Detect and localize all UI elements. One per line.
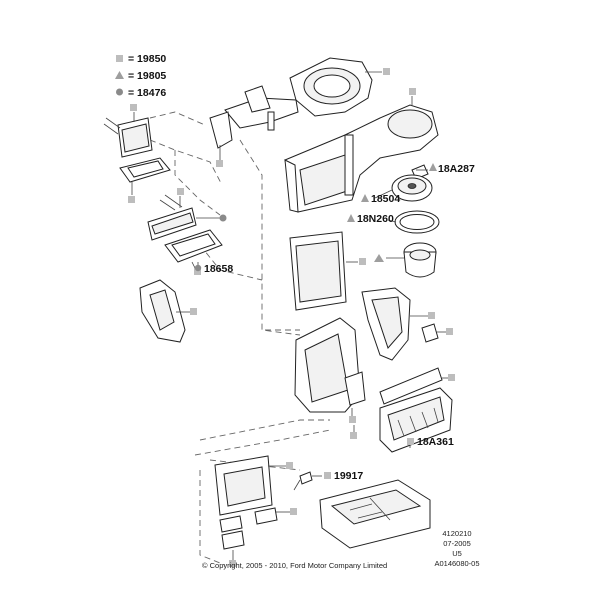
callout-18a361: 18A361	[417, 436, 454, 448]
assembly-dashed-lines	[149, 111, 331, 566]
heater-core-seal	[119, 157, 171, 183]
blower-wheel	[391, 174, 433, 202]
blower-motor	[403, 242, 437, 278]
heater-core	[103, 117, 153, 158]
callout-18a287: 18A287	[438, 163, 475, 175]
evaporator-seal	[164, 229, 223, 263]
callout-18504: 18504	[371, 193, 400, 205]
callout-18a287-marker	[429, 163, 437, 171]
blower-seal-ring	[394, 210, 440, 234]
mode-door-assembly	[361, 287, 411, 361]
lower-tray	[319, 479, 431, 549]
callout-18a361-marker	[407, 438, 414, 445]
air-outlet-duct	[379, 387, 453, 453]
legend-circle-text: = 18476	[128, 87, 166, 99]
callout-18n260: 18N260	[357, 213, 394, 225]
callouts: 18A287 18504 18N260 18658 19917 18A361	[191, 163, 475, 482]
legend: = 19850 = 19805 = 18476	[115, 53, 166, 99]
callout-18658-marker	[194, 264, 202, 272]
callout-19917: 19917	[334, 470, 363, 482]
filter-access-door	[214, 455, 278, 550]
side-bracket	[139, 279, 186, 343]
copyright-text: © Copyright, 2005 - 2010, Ford Motor Com…	[202, 561, 387, 570]
legend-square-marker	[116, 55, 123, 62]
callout-18658: 18658	[204, 263, 233, 275]
callout-18504-marker	[361, 194, 369, 202]
reference-markers	[128, 68, 455, 567]
info-line-2: 07-2005	[443, 539, 471, 548]
legend-square-text: = 19850	[128, 53, 166, 65]
legend-triangle-text: = 19805	[128, 70, 166, 82]
legend-triangle-marker	[115, 71, 124, 79]
info-line-3: U5	[452, 549, 462, 558]
callout-18n260-marker	[347, 214, 355, 222]
cabin-air-filter-frame	[289, 231, 347, 311]
info-line-4: A0146080-05	[434, 559, 479, 568]
actuator	[421, 323, 439, 343]
diagram-info-block: 4120210 07-2005 U5 A0146080-05	[434, 529, 479, 568]
upper-blower-housing	[209, 57, 373, 149]
clip-fastener	[293, 471, 313, 491]
blend-door	[379, 367, 443, 405]
callout-19917-marker	[324, 472, 331, 479]
blower-scroll-case	[284, 104, 439, 213]
evaporator-core	[147, 194, 197, 241]
lower-hvac-case	[294, 317, 366, 413]
legend-circle-marker	[116, 88, 123, 96]
info-line-1: 4120210	[442, 529, 471, 538]
